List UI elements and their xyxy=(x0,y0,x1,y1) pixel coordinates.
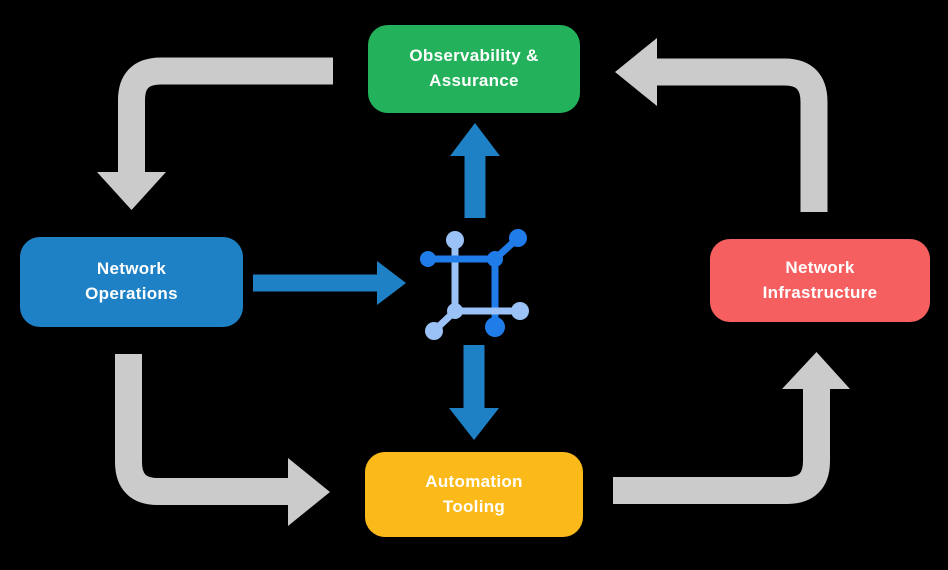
arrowhead-down xyxy=(97,172,166,210)
node-observability-assurance: Observability & Assurance xyxy=(368,25,580,113)
arrowhead-right xyxy=(288,458,330,526)
node-label: Network Operations xyxy=(85,259,178,303)
node-automation-tooling: Automation Tooling xyxy=(365,452,583,537)
flow-arrow-operations-to-platform xyxy=(253,261,406,305)
arrowhead-right xyxy=(377,261,406,305)
node-label: Automation Tooling xyxy=(425,471,523,516)
arrowhead-left xyxy=(615,38,657,106)
flow-arrow-platform-to-assurance xyxy=(450,123,500,218)
arrowhead-down xyxy=(449,408,499,440)
cycle-arrow-assurance-to-operations xyxy=(97,57,333,210)
network-platform-icon xyxy=(420,229,529,340)
node-network-operations: Network Operations xyxy=(20,237,243,327)
cycle-arrow-operations-to-tooling xyxy=(115,354,330,526)
cycle-arrow-infrastructure-to-assurance xyxy=(615,38,828,212)
node-network-infrastructure: Network Infrastructure xyxy=(710,239,930,322)
node-label: Observability & Assurance xyxy=(409,46,539,90)
cycle-arrow-tooling-to-infrastructure xyxy=(613,352,850,504)
arrowhead-up xyxy=(450,123,500,156)
flow-arrow-platform-to-tooling xyxy=(449,345,499,440)
arrowhead-up xyxy=(782,352,850,389)
node-label: Network Infrastructure xyxy=(762,257,878,302)
